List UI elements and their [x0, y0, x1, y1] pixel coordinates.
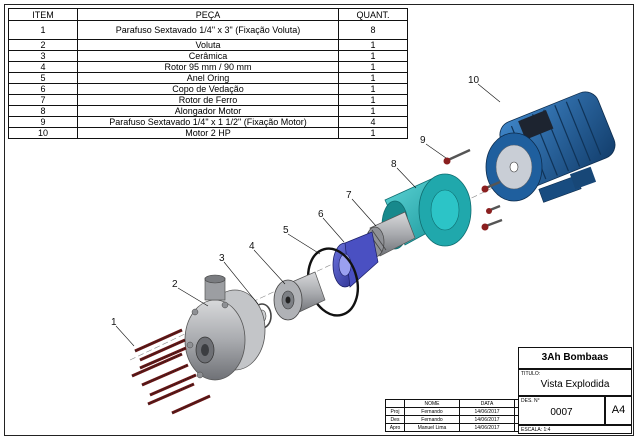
callout-10: 10	[468, 75, 480, 86]
sheet-border	[4, 4, 634, 436]
sig-role: Apro	[385, 423, 405, 432]
drawing-number-field: DES. N° 0007	[518, 396, 605, 425]
signature-table: NOME DATA Proj Fernando 14/06/2017 Des F…	[385, 399, 580, 432]
company-name: 3Ah Bombaas	[518, 347, 632, 369]
motor-bolts-part	[443, 148, 503, 231]
table-row: 10 Motor 2 HP 1	[8, 127, 408, 139]
impeller-part	[273, 271, 326, 321]
sig-date: 14/06/2017	[459, 423, 515, 432]
header-date: DATA	[459, 399, 515, 408]
sig-date: 14/06/2017	[459, 415, 515, 424]
callout-8: 8	[391, 159, 397, 170]
drawing-title: Vista Explodida	[540, 379, 610, 390]
sig-role: Proj	[385, 407, 405, 416]
table-row: 1 Parafuso Sextavado 1/4" x 3" (Fixação …	[8, 20, 408, 40]
row-item: 10	[8, 127, 78, 139]
drawing-number-label: DES. N°	[521, 398, 540, 404]
row-qty: 1	[338, 127, 408, 139]
table-row: 7 Rotor de Ferro 1	[8, 94, 408, 106]
callout-6: 6	[318, 209, 324, 220]
voluta-bolts-part	[131, 328, 211, 415]
copo-vedacao-part	[332, 231, 379, 288]
table-row: 8 Alongador Motor 1	[8, 105, 408, 117]
scale: ESCALA: 1:4	[518, 425, 632, 434]
leader-lines	[115, 83, 501, 347]
sig-name: Manuel Lima	[404, 423, 460, 432]
callout-9: 9	[420, 135, 426, 146]
header-name: NOME	[404, 399, 460, 408]
title-label: TITULO:	[521, 371, 541, 377]
title-field: TITULO: Vista Explodida	[518, 369, 632, 396]
sig-date: 14/06/2017	[459, 407, 515, 416]
callout-3: 3	[219, 253, 225, 264]
callout-5: 5	[283, 225, 289, 236]
callouts: 1 2 3 4 5 6 7 8 9 10	[111, 75, 480, 328]
callout-2: 2	[172, 279, 178, 290]
callout-1: 1	[111, 317, 117, 328]
callout-7: 7	[346, 190, 352, 201]
parts-table: ITEM PEÇA QUANT. 1 Parafuso Sextavado 1/…	[8, 8, 408, 139]
callout-4: 4	[249, 241, 255, 252]
table-row: 4 Rotor 95 mm / 90 mm 1	[8, 61, 408, 73]
sig-name: Fernando	[404, 407, 460, 416]
drawing-number: 0007	[550, 407, 573, 418]
sheet-size: A4	[605, 396, 632, 425]
voluta-part	[184, 274, 266, 381]
motor-part	[485, 91, 616, 203]
sig-name: Fernando	[404, 415, 460, 424]
sig-role: Des	[385, 415, 405, 424]
row-part: Motor 2 HP	[77, 127, 339, 139]
